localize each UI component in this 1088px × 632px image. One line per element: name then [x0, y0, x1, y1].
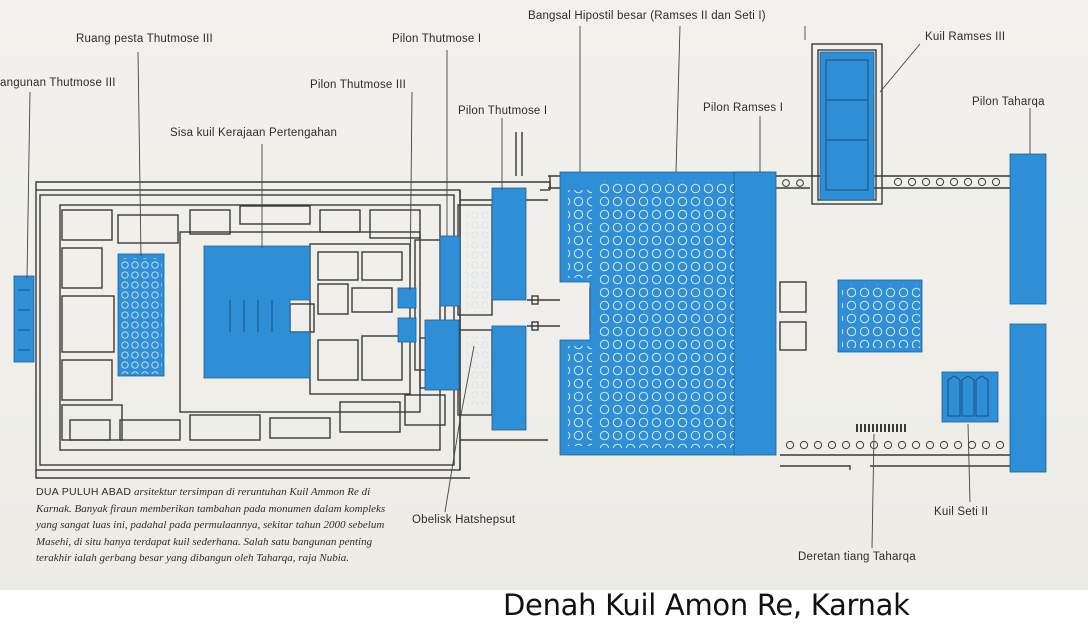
hypostyle-columns-west-s — [568, 346, 592, 446]
pilon-taharqa-north — [1009, 153, 1047, 305]
pilon-taharqa-south — [1009, 323, 1047, 473]
label-pilon-thutmose-iii: Pilon Thutmose III — [310, 79, 407, 91]
pilon-thutmose-i-north — [491, 187, 527, 301]
label-deretan-tiang: Deretan tiang Taharqa — [798, 551, 916, 563]
hypostyle-columns-west-n — [568, 190, 592, 278]
label-sisa-kuil: Sisa kuil Kerajaan Pertengahan — [170, 127, 338, 139]
caption-lead: DUA PULUH ABAD — [36, 486, 132, 498]
taharqa-colonnade-base — [855, 424, 907, 432]
pilon-thutmose-i-inner-south — [424, 319, 460, 391]
label-kuil-ramses-iii: Kuil Ramses III — [925, 31, 1006, 43]
label-bangsal-hipostil: Bangsal Hipostil besar (Ramses II dan Se… — [528, 10, 766, 22]
label-kuil-seti-ii: Kuil Seti II — [934, 506, 989, 518]
colonnade-circles — [782, 177, 1005, 450]
seti-ii-temple — [941, 371, 999, 423]
page-title: Denah Kuil Amon Re, Karnak — [503, 588, 910, 622]
label-pilon-taharqa: Pilon Taharqa — [972, 96, 1045, 108]
structure-details — [18, 59, 989, 417]
leader-lines — [26, 25, 1031, 549]
enclosure-walls — [35, 43, 1010, 479]
label-obelisk-hatshepsut: Obelisk Hatshepsut — [412, 514, 516, 526]
court-columns-north — [466, 212, 490, 312]
bottom-margin — [0, 590, 1088, 632]
label-bangunan-thutmose-iii: angunan Thutmose III — [0, 77, 116, 89]
festival-hall-columns — [120, 258, 162, 374]
caption-text: DUA PULUH ABAD arsitektur tersimpan di r… — [36, 484, 396, 567]
pilon-thutmose-iii-south — [397, 317, 417, 343]
label-pilon-ramses-i: Pilon Ramses I — [703, 102, 784, 114]
caption-body: arsitektur tersimpan di reruntuhan Kuil … — [36, 486, 386, 564]
court-columns-south — [466, 336, 490, 406]
pilon-thutmose-i-inner-north — [439, 235, 461, 307]
ramses-iii-temple — [819, 51, 875, 201]
pilon-thutmose-iii-north — [397, 287, 417, 309]
pilon-ramses-i — [733, 171, 777, 456]
thutmose-iii-building — [13, 275, 35, 363]
label-ruang-pesta: Ruang pesta Thutmose III — [76, 33, 213, 45]
label-pilon-thutmose-i-top: Pilon Thutmose I — [392, 33, 482, 45]
hypostyle-columns — [598, 180, 734, 448]
middle-kingdom-temple — [203, 245, 311, 379]
pilon-thutmose-i-south — [491, 325, 527, 431]
label-pilon-thutmose-i: Pilon Thutmose I — [458, 105, 548, 117]
kiosk-columns — [842, 284, 920, 348]
